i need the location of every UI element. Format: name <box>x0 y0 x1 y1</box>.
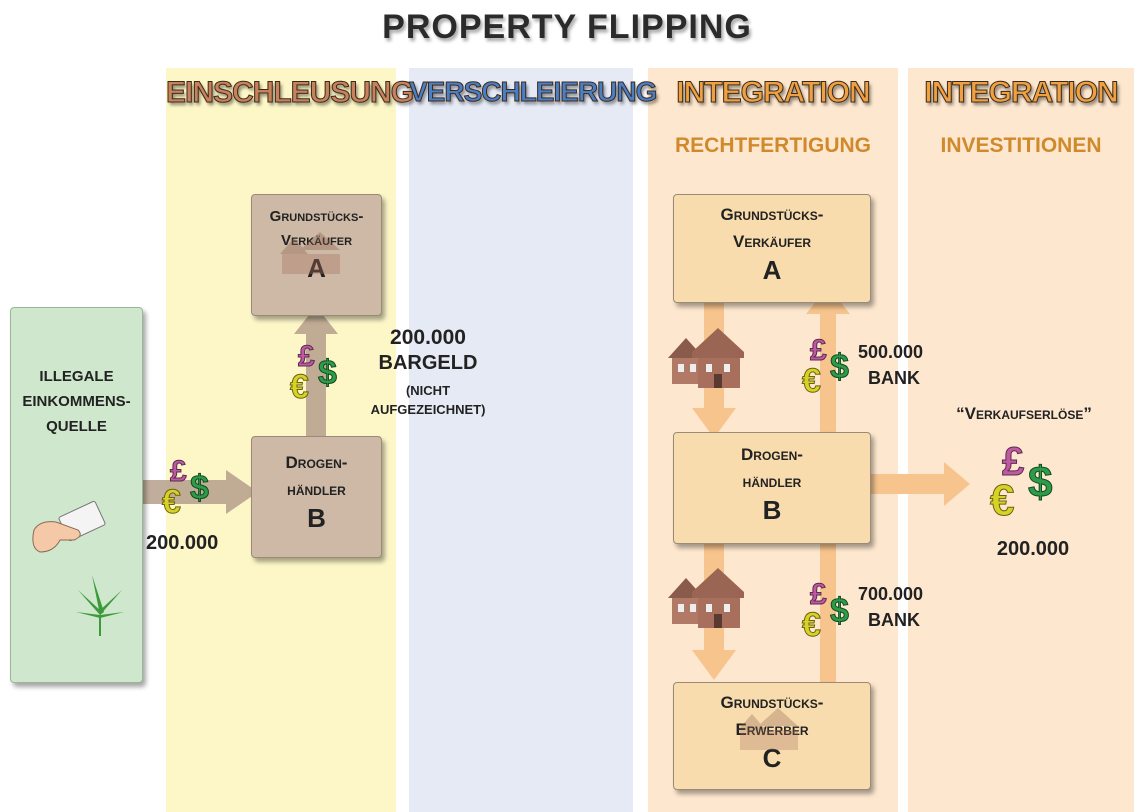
currency-icon-left-input: £ $ € <box>160 455 220 525</box>
house-watermark-icon <box>738 708 798 750</box>
source-label-line3: QUELLE <box>46 418 107 435</box>
cash-label: BARGELD <box>378 352 478 374</box>
source-label-line2: EINKOMMENS- <box>22 393 131 410</box>
left-seller-line2: Verkäufer <box>252 229 381 253</box>
pound-icon: £ <box>1001 440 1025 485</box>
proceeds-amount: 200.000 <box>996 538 1070 560</box>
currency-icon-left-cash: £ $ € <box>288 340 348 410</box>
currency-icon-payment-seller: £ $ € <box>800 334 860 404</box>
subheading-rechtfertigung: RECHTFERTIGUNG <box>675 134 871 157</box>
dollar-icon: $ <box>1027 458 1053 508</box>
dollar-icon: $ <box>190 469 210 508</box>
input-amount: 200.000 <box>146 532 219 554</box>
left-seller-box: Grundstücks- Verkäufer A <box>251 194 382 316</box>
payment-to-seller-amount: 500.000 <box>858 342 924 362</box>
illegal-income-source-box: ILLEGALE EINKOMMENS- QUELLE <box>10 307 143 683</box>
euro-icon: € <box>802 362 822 401</box>
payment-to-seller-label: BANK <box>868 368 920 388</box>
cash-amount: 200.000 <box>390 326 466 349</box>
right-buyer-letter: C <box>762 743 782 773</box>
left-seller-line1: Grundstücks- <box>269 208 364 225</box>
right-dealer-letter: B <box>762 495 782 525</box>
right-dealer-line2: händler <box>742 472 802 491</box>
right-seller-letter: A <box>762 255 782 285</box>
currency-icon-payment-buyer: £ $ € <box>800 578 860 648</box>
arrow-dealer-to-seller <box>294 306 338 436</box>
dollar-icon: $ <box>830 592 850 631</box>
right-buyer-box: Grundstücks- Erwerber C <box>673 682 871 790</box>
currency-icon-proceeds: £ $ € <box>988 440 1068 530</box>
euro-icon: € <box>989 476 1015 526</box>
diagram-title: PROPERTY FLIPPING <box>382 8 752 46</box>
pound-icon: £ <box>298 340 316 374</box>
column-integration-investitionen <box>908 68 1134 812</box>
left-dealer-line2: händler <box>287 480 346 499</box>
cash-note-line1: (NICHT <box>405 383 451 398</box>
left-dealer-letter: B <box>307 503 326 533</box>
proceeds-label: “Verkaufserlöse” <box>956 404 1092 423</box>
pound-icon: £ <box>810 334 828 368</box>
subheading-investitionen: INVESTITIONEN <box>940 134 1102 157</box>
right-seller-line2: Verkäufer <box>732 232 811 251</box>
right-dealer-line1: Drogen- <box>741 445 803 464</box>
heading-verschleierung: VERSCHLEIERUNG <box>409 76 658 108</box>
euro-icon: € <box>802 606 822 645</box>
payment-from-buyer-label: BANK <box>868 610 920 630</box>
hand-with-envelope-icon <box>32 500 106 553</box>
heading-integration-1: INTEGRATION <box>676 76 871 110</box>
cash-note-line2: AUFGEZEICHNET) <box>370 402 486 417</box>
house-icon <box>668 328 744 388</box>
pound-icon: £ <box>170 455 188 489</box>
right-seller-box: Grundstücks- Verkäufer A <box>673 194 871 303</box>
left-dealer-box: Drogen- händler B <box>251 436 382 558</box>
dollar-icon: $ <box>318 354 338 393</box>
house-watermark-icon <box>280 232 340 274</box>
right-buyer-line2: Erwerber <box>735 720 809 739</box>
arrow-source-to-dealer <box>142 470 258 514</box>
right-dealer-box: Drogen- händler B <box>673 432 871 544</box>
left-seller-letter: A <box>252 253 381 284</box>
pound-icon: £ <box>810 578 828 612</box>
payment-from-buyer-amount: 700.000 <box>858 584 924 604</box>
left-dealer-line1: Drogen- <box>285 453 348 472</box>
column-verschleierung <box>409 68 633 812</box>
arrow-dealer-to-proceeds <box>836 462 970 506</box>
source-label-line1: ILLEGALE <box>39 368 114 385</box>
cannabis-leaf-icon <box>76 575 124 636</box>
dollar-icon: $ <box>830 348 850 387</box>
euro-icon: € <box>290 368 310 407</box>
right-buyer-line1: Grundstücks- <box>720 693 824 712</box>
house-icon <box>668 568 744 628</box>
heading-einschleusung: EINSCHLEUSUNG <box>166 76 415 110</box>
right-seller-line1: Grundstücks- <box>720 205 824 224</box>
euro-icon: € <box>162 483 182 522</box>
heading-integration-2: INTEGRATION <box>924 76 1119 110</box>
